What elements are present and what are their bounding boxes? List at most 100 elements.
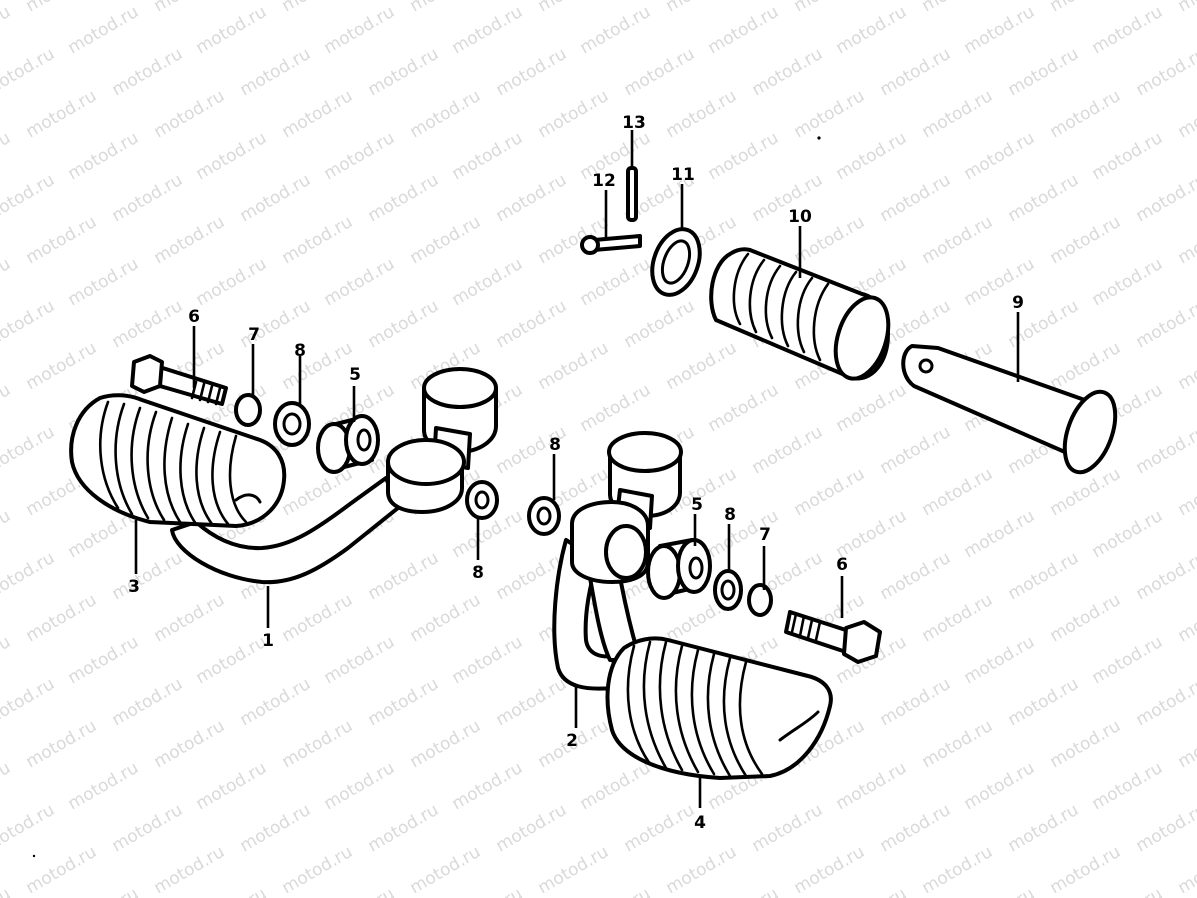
watermark-text: motod.ru [23,212,101,268]
watermark-text: motod.ru [449,2,527,58]
watermark-text: motod.ru [279,0,357,16]
watermark-text: motod.ru [0,170,58,226]
watermark-text: motod.ru [961,506,1039,562]
watermark-text: motod.ru [1047,212,1125,268]
watermark-text: motod.ru [237,674,315,730]
watermark-text: motod.ru [621,800,699,856]
watermark-text: motod.ru [449,254,527,310]
watermark-text: motod.ru [407,86,485,142]
watermark-text: motod.ru [151,716,229,772]
watermark-text: motod.ru [23,716,101,772]
watermark-text: motod.ru [365,296,443,352]
watermark-text: motod.ru [193,2,271,58]
watermark-text: motod.ru [1133,674,1197,730]
watermark-text: motod.ru [1133,170,1197,226]
watermark-text: motod.ru [0,800,58,856]
watermark-text: motod.ru [23,86,101,142]
watermark-text: motod.ru [833,506,911,562]
watermark-text: motod.ru [961,128,1039,184]
callout-5-right: 5 [691,495,703,515]
watermark-text: motod.ru [1133,44,1197,100]
watermark-text: motod.ru [577,884,655,898]
watermark-text: motod.ru [109,800,187,856]
watermark-text: motod.ru [1133,800,1197,856]
watermark-text: motod.ru [65,254,143,310]
watermark-text: motod.ru [1047,0,1125,16]
watermark-text: motod.ru [663,0,741,16]
watermark-text: motod.ru [749,800,827,856]
watermark-text: motod.ru [877,170,955,226]
watermark-text: motod.ru [0,422,58,478]
watermark-text: motod.ru [535,842,613,898]
watermark-text: motod.ru [1047,842,1125,898]
watermark-text: motod.ru [65,758,143,814]
watermark-text: motod.ru [193,884,271,898]
watermark-text: motod.ru [321,632,399,688]
watermark-text: motod.ru [493,170,571,226]
watermark-text: motod.ru [663,86,741,142]
watermark-text: motod.ru [919,0,997,16]
watermark-text: motod.ru [279,590,357,646]
watermark-text: motod.ru [1175,590,1197,646]
watermark-text: motod.ru [1175,212,1197,268]
washer-7-left [234,393,262,427]
watermark-text: motod.ru [961,632,1039,688]
watermark-text: motod.ru [193,254,271,310]
watermark-text: motod.ru [1005,674,1083,730]
watermark-text: motod.ru [1175,86,1197,142]
watermark-text: motod.ru [877,674,955,730]
bracket-left [170,367,498,585]
watermark-text: motod.ru [1089,632,1167,688]
watermark-text: motod.ru [151,842,229,898]
watermark-text: motod.ru [577,2,655,58]
watermark-text: motod.ru [0,44,58,100]
watermark-text: motod.ru [833,884,911,898]
watermark-text: motod.ru [833,758,911,814]
watermark-text: motod.ru [449,884,527,898]
washer-11 [650,227,702,297]
callout-8-center-low: 8 [472,563,484,583]
watermark-text: motod.ru [493,44,571,100]
watermark-text: motod.ru [535,338,613,394]
watermark-text: motod.ru [493,674,571,730]
watermark-text: motod.ru [749,44,827,100]
watermark-text: motod.ru [535,0,613,16]
watermark-text: motod.ru [1089,758,1167,814]
watermark-text: motod.ru [365,44,443,100]
watermark-text: motod.ru [23,842,101,898]
watermark-text: motod.ru [1047,716,1125,772]
watermark-text: motod.ru [365,548,443,604]
watermark-text: motod.ru [237,170,315,226]
watermark-text: motod.ru [577,758,655,814]
watermark-text: motod.ru [23,338,101,394]
watermark-text: motod.ru [109,170,187,226]
watermark-text: motod.ru [109,44,187,100]
watermark-text: motod.ru [877,44,955,100]
watermark-text: motod.ru [407,842,485,898]
watermark-text: motod.ru [791,86,869,142]
watermark-text: motod.ru [1133,296,1197,352]
watermark-text: motod.ru [65,884,143,898]
watermark-text: motod.ru [1005,170,1083,226]
watermark-text: motod.ru [65,128,143,184]
watermark-text: motod.ru [0,296,58,352]
washer-8-center-a [465,480,499,520]
watermark-text: motod.ru [0,758,14,814]
bolt-left [130,354,228,406]
watermark-text: motod.ru [23,0,101,16]
watermark-text: motod.ru [705,128,783,184]
watermark-text: motod.ru [109,296,187,352]
watermark-text: motod.ru [1175,338,1197,394]
callout-6-left: 6 [188,307,200,327]
watermark-text: motod.ru [577,254,655,310]
watermark-text: motod.ru [237,44,315,100]
watermark-text: motod.ru [321,2,399,58]
watermark-text: motod.ru [0,128,14,184]
watermark-text: motod.ru [279,338,357,394]
watermark-text: motod.ru [279,716,357,772]
watermark-text: motod.ru [749,422,827,478]
watermark-text: motod.ru [919,464,997,520]
watermark-text: motod.ru [919,212,997,268]
watermark-text: motod.ru [365,674,443,730]
callout-labels: 1 2 3 4 5 5 6 6 7 7 8 8 8 8 9 10 11 12 1… [128,113,1024,833]
